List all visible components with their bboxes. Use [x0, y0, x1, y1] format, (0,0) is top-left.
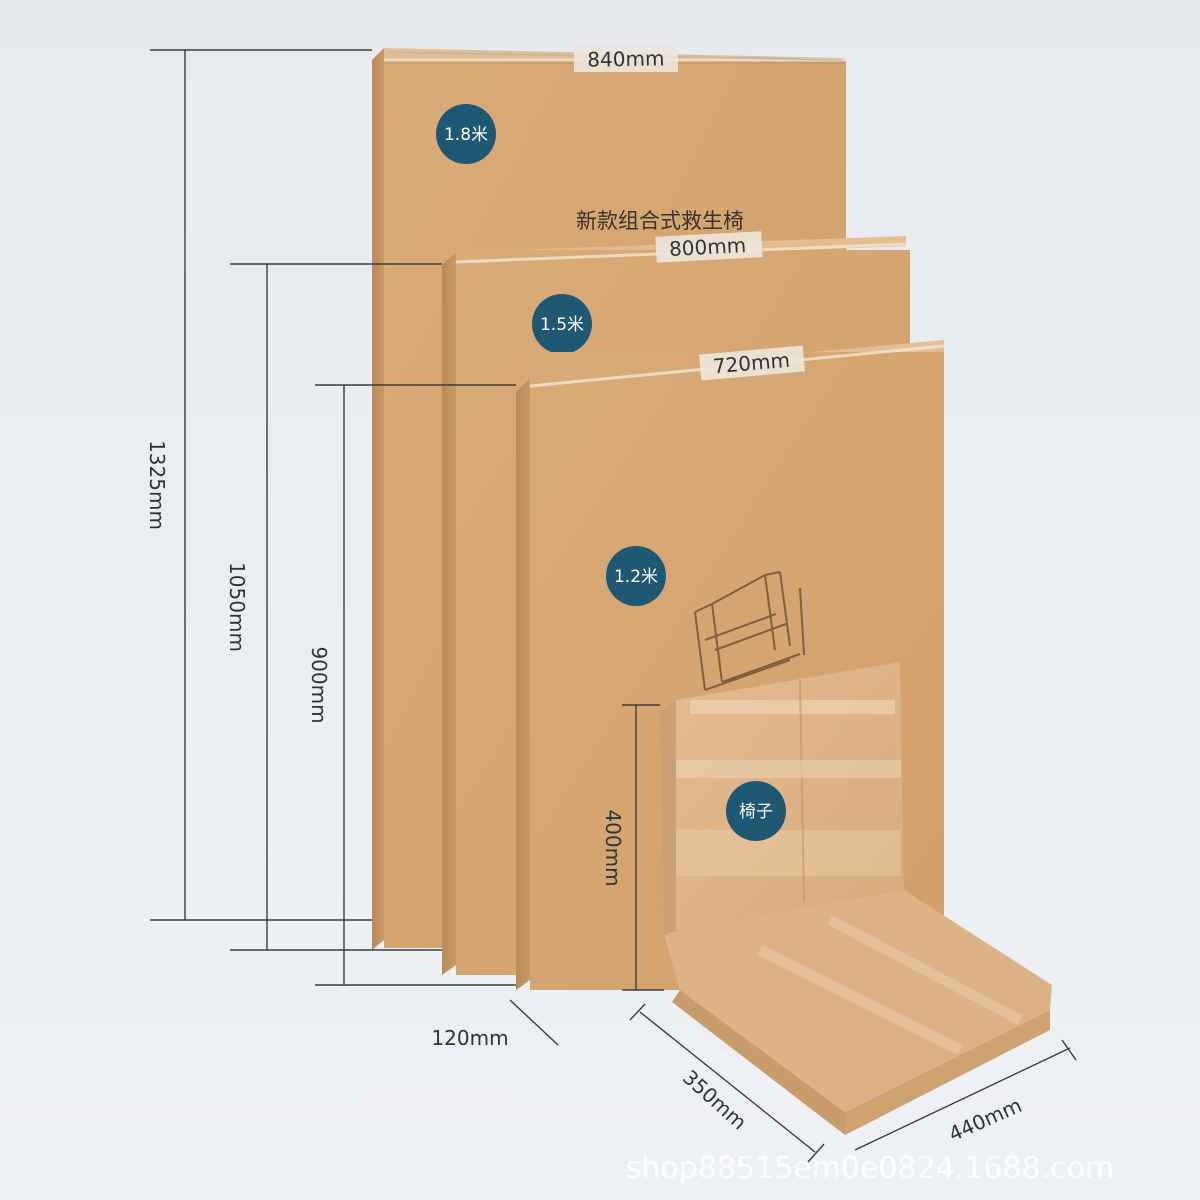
dimension-lines	[150, 49, 1077, 1163]
height-label-1050: 1050mm	[225, 562, 249, 652]
width-label-800: 800mm	[668, 233, 746, 261]
badge-1-2m	[606, 546, 666, 606]
chair-line-drawing	[694, 571, 805, 691]
height-label-400: 400mm	[601, 809, 625, 886]
badge-1-5m-label: 1.5米	[540, 315, 584, 335]
badge-1-5m	[532, 294, 592, 354]
badge-chair	[726, 781, 786, 841]
product-title: 新款组合式救生椅	[576, 209, 744, 233]
badge-1-8m	[436, 104, 496, 164]
height-label-1325: 1325mm	[145, 440, 169, 530]
badge-1-8m-label: 1.8米	[444, 125, 488, 145]
badge-chair-label: 椅子	[739, 802, 773, 822]
badge-1-2m-label: 1.2米	[614, 567, 658, 587]
chair-package: 椅子	[660, 662, 1052, 1135]
height-label-900: 900mm	[307, 646, 331, 723]
watermark: shop88515em0e0824.1688.com	[626, 1151, 1115, 1186]
width-label-840: 840mm	[587, 46, 665, 71]
thickness-label: 120mm	[431, 1026, 508, 1050]
